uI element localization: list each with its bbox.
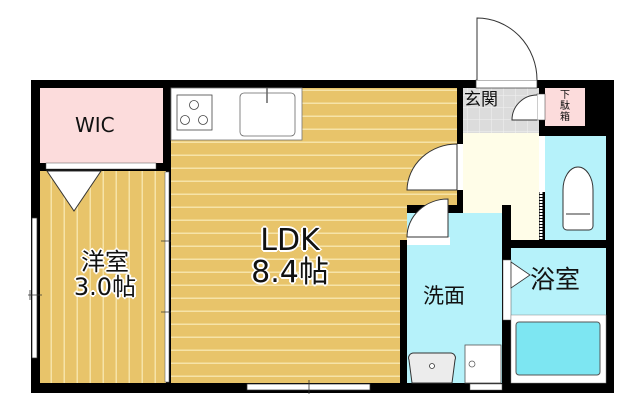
room-area: 8.4帖 [251, 254, 329, 290]
ldk-door-icon [406, 143, 458, 191]
room-label-shoebox: 下駄箱 [560, 90, 570, 123]
wic-floor [40, 88, 163, 163]
shoebox [545, 88, 585, 126]
room-label-ldk: LDK 8.4帖 [230, 225, 350, 288]
room-label-bathroom: 浴室 [530, 265, 581, 294]
entrance-door-icon [476, 17, 538, 81]
room-area: 3.0帖 [73, 273, 137, 302]
toilet-icon [562, 166, 594, 231]
room-name: LDK [260, 223, 320, 258]
room-label-wic: WIC [75, 113, 115, 137]
bathtub-icon [515, 321, 601, 376]
window-west [31, 217, 38, 359]
western-room-floor [40, 171, 166, 383]
room-label-western: 洋室 3.0帖 [60, 248, 150, 302]
window-south [246, 383, 371, 391]
wic-door-icon [46, 170, 102, 212]
room-label-entrance: 玄関 [464, 90, 498, 110]
room-label-washroom: 洗面 [423, 284, 465, 308]
room-name: 洋室 [81, 248, 129, 276]
washroom-door-icon [406, 198, 449, 238]
